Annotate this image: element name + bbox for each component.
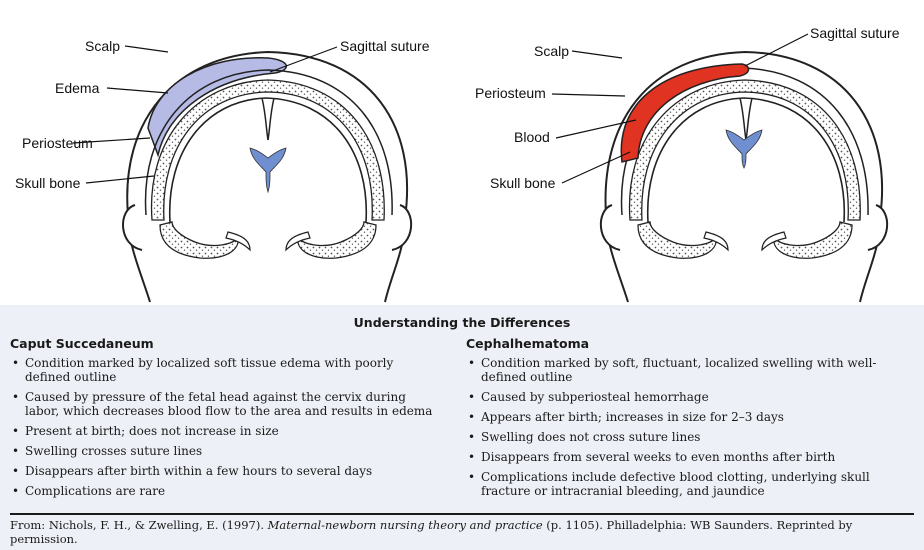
cephalhematoma-list: Condition marked by soft, fluctuant, loc… (466, 356, 914, 498)
diagram-area: Scalp Edema Periosteum Skull bone Sagitt… (0, 0, 924, 305)
comparison-panel: Understanding the Differences Caput Succ… (0, 305, 924, 550)
caput-title: Caput Succedaneum (10, 337, 440, 351)
left-head-diagram: Scalp Edema Periosteum Skull bone Sagitt… (15, 38, 430, 302)
label-skull-bone: Skull bone (490, 175, 556, 191)
list-item: Caused by subperiosteal hemorrhage (466, 390, 914, 404)
divider-rule (10, 513, 914, 515)
cephalhematoma-column: Cephalhematoma Condition marked by soft,… (466, 337, 914, 504)
list-item: Complications include defective blood cl… (466, 470, 914, 498)
list-item: Appears after birth; increases in size f… (466, 410, 914, 424)
list-item: Condition marked by localized soft tissu… (10, 356, 440, 384)
label-skull-bone: Skull bone (15, 175, 81, 191)
caput-list: Condition marked by localized soft tissu… (10, 356, 440, 498)
list-item: Complications are rare (10, 484, 440, 498)
list-item: Caused by pressure of the fetal head aga… (10, 390, 440, 418)
list-item: Disappears from several weeks to even mo… (466, 450, 914, 464)
label-sagittal-suture: Sagittal suture (810, 25, 900, 41)
list-item: Present at birth; does not increase in s… (10, 424, 440, 438)
comparison-heading: Understanding the Differences (0, 315, 924, 330)
citation-prefix: From: Nichols, F. H., & Zwelling, E. (19… (10, 518, 268, 532)
label-scalp: Scalp (534, 43, 569, 59)
label-blood: Blood (514, 129, 550, 145)
list-item: Disappears after birth within a few hour… (10, 464, 440, 478)
label-edema: Edema (55, 80, 100, 96)
caput-column: Caput Succedaneum Condition marked by lo… (10, 337, 440, 504)
label-scalp: Scalp (85, 38, 120, 54)
label-sagittal-suture: Sagittal suture (340, 38, 430, 54)
label-periosteum: Periosteum (475, 85, 546, 101)
cephalhematoma-title: Cephalhematoma (466, 337, 914, 351)
source-citation: From: Nichols, F. H., & Zwelling, E. (19… (10, 518, 914, 546)
label-periosteum: Periosteum (22, 135, 93, 151)
list-item: Swelling crosses suture lines (10, 444, 440, 458)
right-head-diagram: Scalp Periosteum Blood Skull bone Sagitt… (475, 25, 900, 302)
citation-book-title: Maternal-newborn nursing theory and prac… (268, 518, 543, 532)
list-item: Condition marked by soft, fluctuant, loc… (466, 356, 914, 384)
list-item: Swelling does not cross suture lines (466, 430, 914, 444)
